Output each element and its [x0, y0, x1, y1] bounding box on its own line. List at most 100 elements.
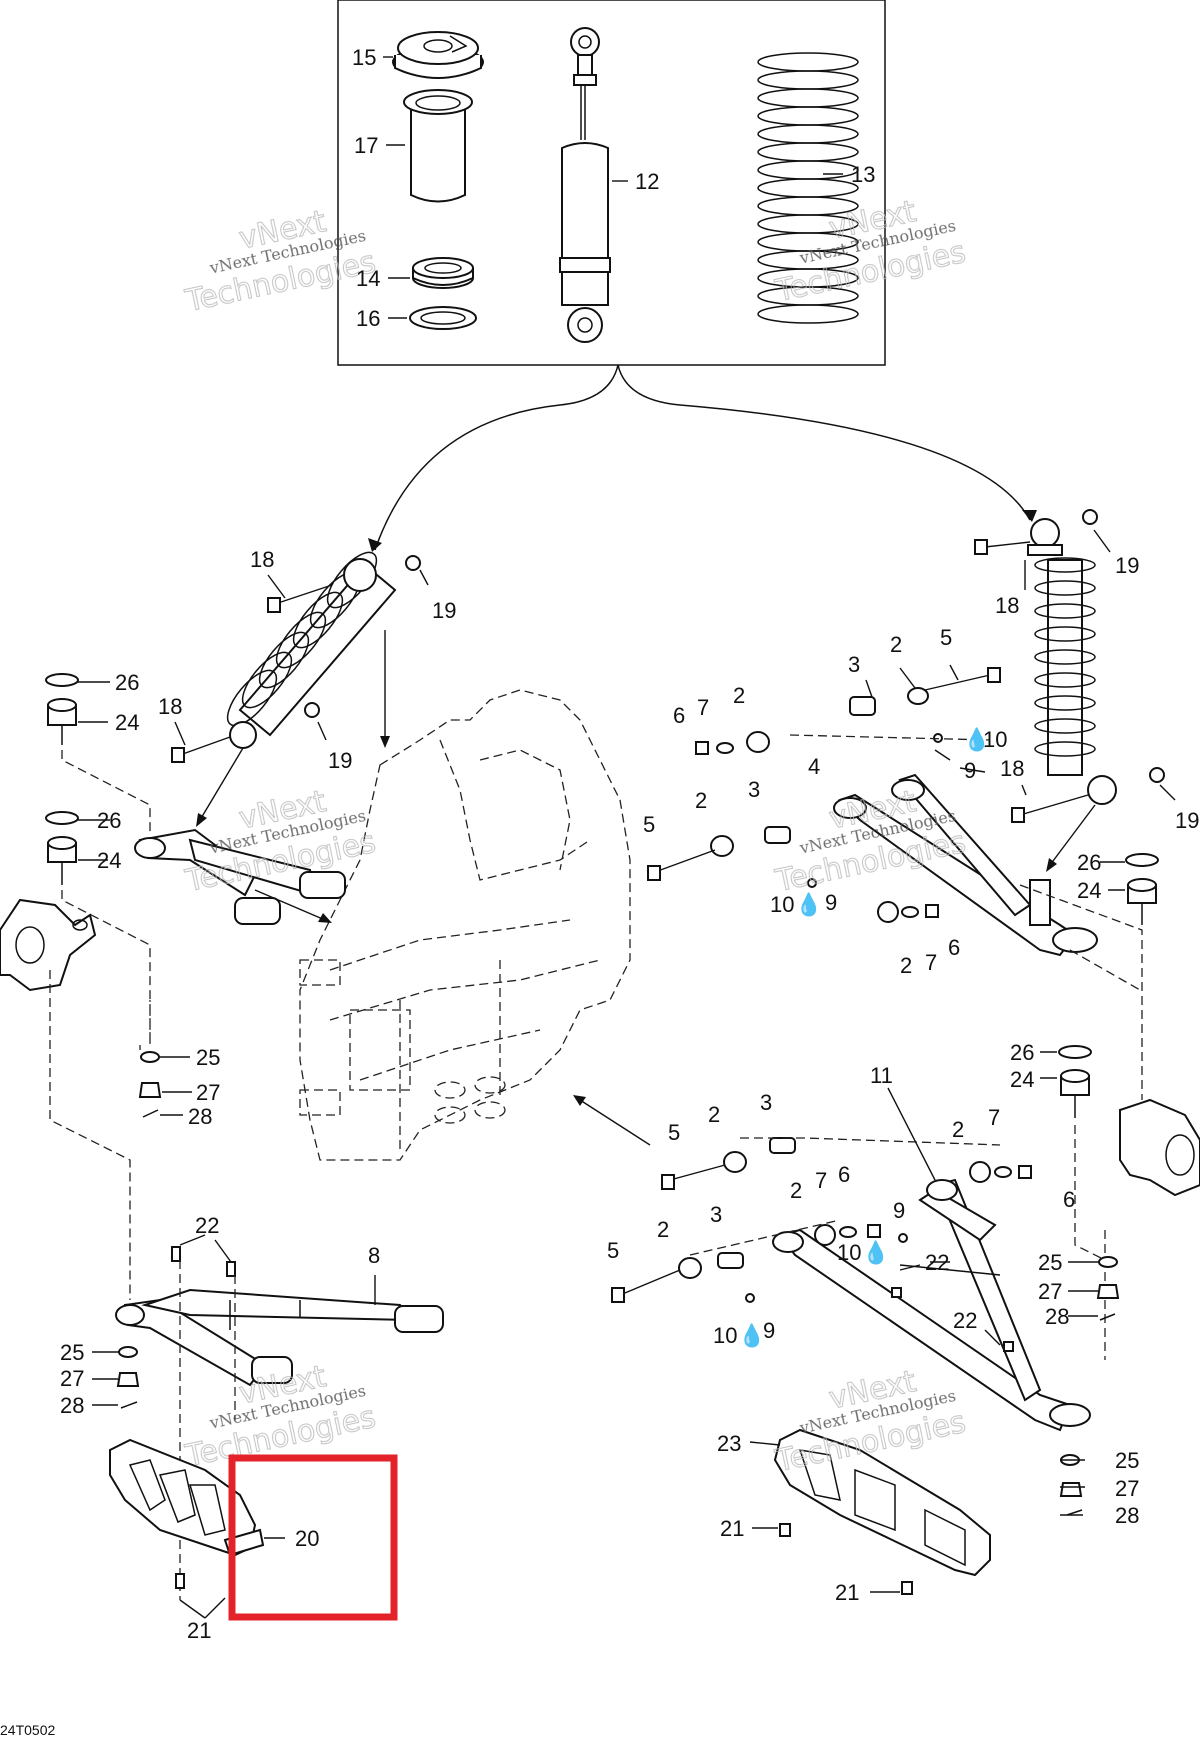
left-dashed-guides	[49, 750, 151, 1300]
bump-sleeve-17	[403, 89, 473, 203]
callout-22: 22	[925, 1250, 949, 1275]
assembly-arrows	[196, 630, 1096, 1146]
callout-28: 28	[1045, 1304, 1069, 1329]
spring-seat-15	[392, 31, 484, 79]
callout-10: 10	[770, 892, 794, 917]
callout-10: 10	[837, 1240, 861, 1265]
left-ball-joints	[45, 673, 79, 885]
callout-7: 7	[697, 695, 709, 720]
callout-25: 25	[60, 1340, 84, 1365]
callout-11: 11	[870, 1063, 893, 1088]
left-shock-assembly	[171, 551, 421, 763]
callout-28: 28	[60, 1393, 84, 1418]
right-lower-a-arm	[772, 1178, 1091, 1432]
callout-9: 9	[825, 890, 837, 915]
callout-26: 26	[115, 670, 139, 695]
callout-27: 27	[60, 1366, 84, 1391]
callout-6: 6	[1063, 1187, 1075, 1212]
callout-7: 7	[925, 950, 937, 975]
right-upper-a-arm	[833, 773, 1098, 957]
callout-2: 2	[790, 1178, 802, 1203]
callout-3: 3	[760, 1090, 772, 1115]
callout-6: 6	[838, 1162, 850, 1187]
callout-16: 16	[356, 306, 380, 331]
callout-21: 21	[835, 1580, 859, 1605]
callout-14: 14	[356, 266, 380, 291]
callout-3: 3	[748, 777, 760, 802]
callout-26: 26	[1010, 1040, 1034, 1065]
coil-spring-13	[757, 52, 859, 324]
callout-24: 24	[1077, 878, 1101, 903]
callout-18: 18	[250, 547, 274, 572]
washer-16	[409, 306, 477, 330]
callout-15: 15	[352, 45, 376, 70]
left-lower-a-arm	[115, 1246, 444, 1600]
callout-2: 2	[952, 1117, 964, 1142]
right-lower-hardware	[611, 1137, 1120, 1516]
callout-10: 10	[983, 727, 1007, 752]
highlight-box	[228, 1454, 398, 1621]
callout-2: 2	[890, 632, 902, 657]
callout-10-oil-drop: 💧	[963, 727, 990, 752]
part-labels: 15 17 14 16 12 13 18 19 18 19 19 18 18 1…	[0, 45, 1199, 1738]
callout-5: 5	[643, 812, 655, 837]
callout-26: 26	[1077, 850, 1101, 875]
callout-25: 25	[1115, 1448, 1139, 1473]
callout-20: 20	[295, 1526, 319, 1551]
callout-28: 28	[1115, 1503, 1139, 1528]
callout-27: 27	[1115, 1476, 1139, 1501]
shock-parts-inset	[337, 0, 1037, 552]
callout-26: 26	[97, 808, 121, 833]
callout-8: 8	[368, 1243, 380, 1268]
shock-absorber-12	[559, 27, 611, 343]
callout-18: 18	[995, 593, 1019, 618]
callout-19: 19	[432, 598, 456, 623]
callout-27: 27	[1038, 1279, 1062, 1304]
left-hardware	[138, 1051, 162, 1118]
callout-24: 24	[97, 848, 121, 873]
callout-3: 3	[710, 1202, 722, 1227]
left-steering-knuckle	[0, 898, 97, 992]
callout-22: 22	[195, 1213, 219, 1238]
callout-2: 2	[733, 683, 745, 708]
vehicle-frame	[299, 689, 631, 1161]
callout-2: 2	[708, 1102, 720, 1127]
callout-10-oil-drop: 💧	[738, 1323, 765, 1348]
callout-2: 2	[657, 1217, 669, 1242]
right-steering-knuckle	[1119, 1098, 1200, 1197]
callout-10: 10	[713, 1323, 737, 1348]
callout-6: 6	[948, 935, 960, 960]
callout-10-oil-drop: 💧	[862, 1240, 889, 1265]
callout-9: 9	[763, 1318, 775, 1343]
callout-27: 27	[196, 1080, 220, 1105]
leader-lines	[78, 56, 1176, 1619]
callout-9: 9	[964, 758, 976, 783]
callout-21: 21	[187, 1618, 211, 1643]
callout-4: 4	[808, 754, 820, 779]
right-ball-joints	[1058, 853, 1159, 1118]
callout-24: 24	[1010, 1067, 1034, 1092]
callout-25: 25	[1038, 1250, 1062, 1275]
callout-5: 5	[607, 1238, 619, 1263]
callout-5: 5	[940, 625, 952, 650]
callout-22: 22	[953, 1308, 977, 1333]
right-upper-hardware	[647, 667, 1001, 923]
callout-24: 24	[115, 710, 139, 735]
callout-19: 19	[1175, 808, 1199, 833]
callout-3: 3	[848, 652, 860, 677]
callout-25: 25	[196, 1045, 220, 1070]
callout-6: 6	[673, 703, 685, 728]
ring-14	[412, 257, 474, 289]
diagram-code: 24T0502	[0, 1722, 55, 1738]
callout-2: 2	[695, 788, 707, 813]
callout-21: 21	[720, 1516, 744, 1541]
callout-7: 7	[815, 1168, 827, 1193]
callout-18: 18	[158, 694, 182, 719]
callout-12: 12	[635, 169, 659, 194]
right-shock-assembly	[974, 509, 1165, 823]
callout-10-oil-drop: 💧	[795, 892, 822, 917]
callout-13: 13	[851, 162, 875, 187]
callout-18: 18	[1000, 756, 1024, 781]
callout-19: 19	[1115, 553, 1139, 578]
